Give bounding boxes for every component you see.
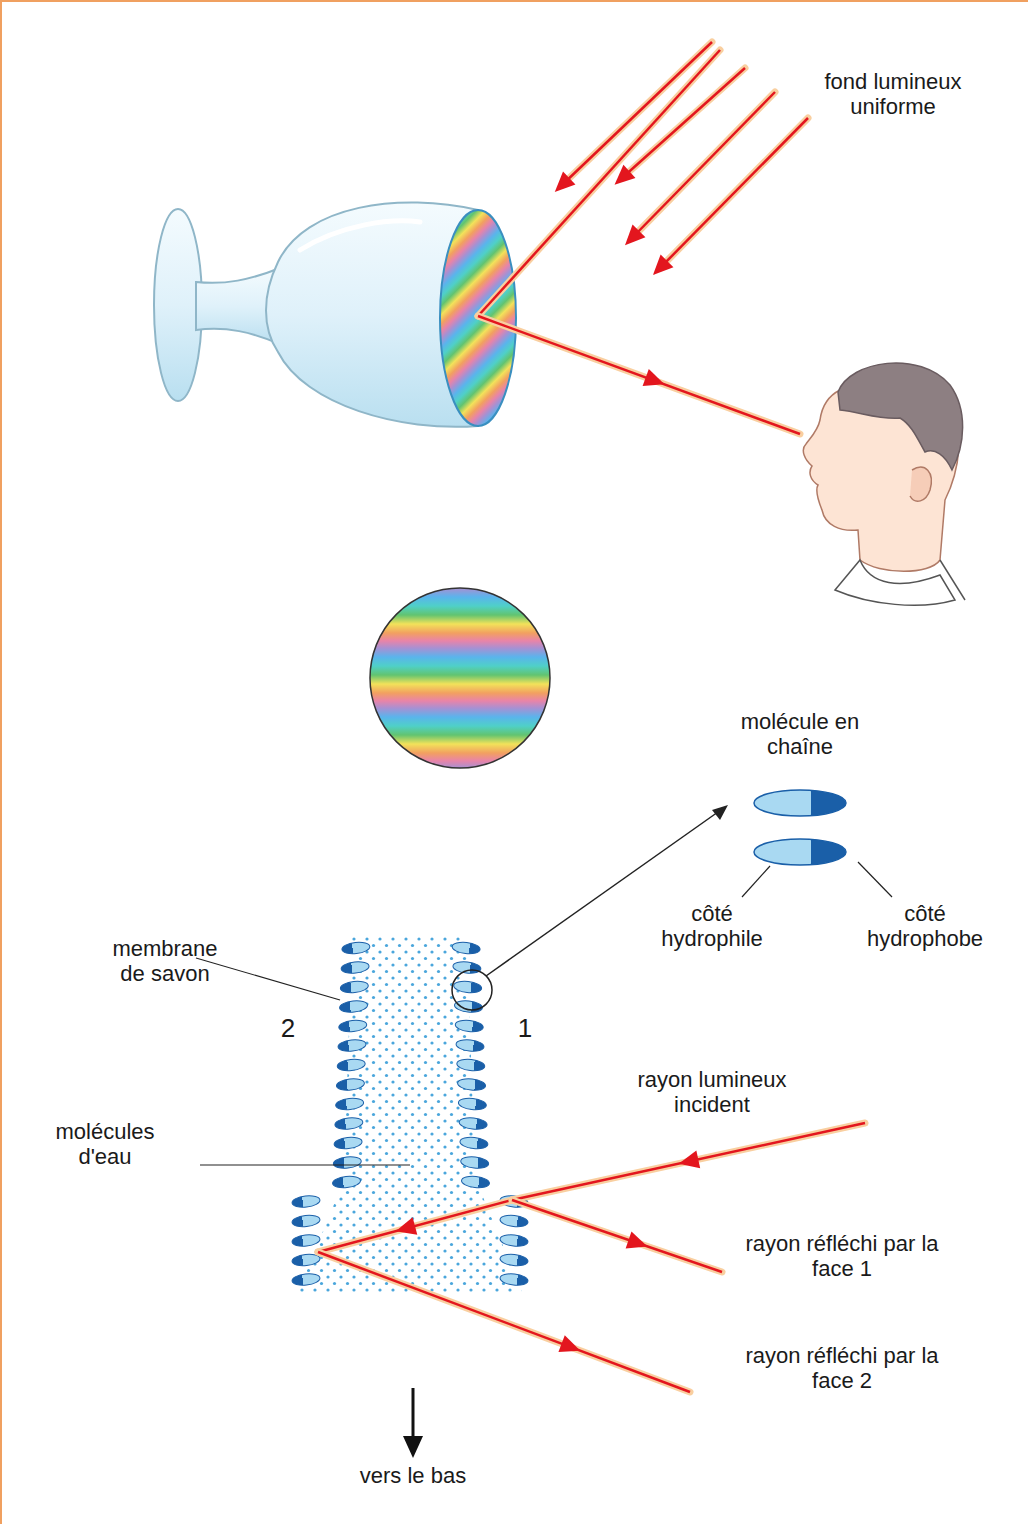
text-label: rayon lumineux incident — [622, 1068, 802, 1117]
soap-molecule — [341, 961, 370, 975]
soap-molecule — [335, 1097, 364, 1111]
text-label: 1 — [505, 1014, 545, 1043]
light-ray — [512, 1123, 865, 1200]
text-label: côté hydrophobe — [855, 902, 995, 951]
ray-glow — [478, 50, 720, 316]
ray-glow — [318, 1252, 690, 1392]
light-ray — [478, 316, 800, 434]
soap-molecule — [459, 1117, 488, 1131]
soap-molecule — [334, 1136, 363, 1150]
light-ray — [318, 1200, 512, 1252]
soap-molecule — [500, 1214, 529, 1228]
soap-molecule — [292, 1273, 321, 1287]
arrowhead — [647, 255, 674, 282]
soap-molecule — [337, 1058, 366, 1072]
soap-molecule — [460, 1156, 489, 1170]
soap-molecule — [292, 1234, 321, 1248]
soap-molecule — [336, 1078, 365, 1092]
soap-molecule — [333, 1156, 362, 1170]
down-arrow — [403, 1388, 423, 1458]
leader-line — [196, 958, 340, 1000]
ray-glow — [622, 68, 745, 178]
arrowhead — [558, 1335, 583, 1359]
soap-molecule — [292, 1195, 321, 1209]
light-rays — [318, 42, 865, 1392]
light-ray — [660, 118, 808, 268]
observer-head — [803, 363, 965, 605]
arrowhead — [549, 172, 576, 199]
soap-membrane — [292, 941, 529, 1286]
arrowhead — [626, 1231, 651, 1255]
soap-molecule — [452, 941, 481, 955]
soap-molecule — [455, 1019, 484, 1033]
text-label: vers le bas — [333, 1464, 493, 1489]
text-label: rayon réfléchi par la face 2 — [730, 1344, 955, 1393]
text-label: fond lumineux uniforme — [793, 70, 993, 119]
light-ray — [622, 68, 745, 178]
soap-molecule — [457, 1078, 486, 1092]
text-label: membrane de savon — [105, 937, 225, 986]
light-ray — [318, 1252, 690, 1392]
soap-molecule — [459, 1136, 488, 1150]
soap-molecule — [292, 1214, 321, 1228]
soap-molecule — [341, 941, 370, 955]
soap-molecule — [458, 1097, 487, 1111]
soap-molecule — [456, 1058, 485, 1072]
arrowhead — [643, 369, 668, 393]
soap-molecule — [452, 961, 481, 975]
ray-glow — [318, 1200, 512, 1252]
soap-molecule — [454, 1000, 483, 1014]
ray-glow — [512, 1123, 865, 1200]
text-label: molécule en chaîne — [740, 710, 860, 759]
molecule-detail — [452, 790, 892, 1010]
arrowhead — [619, 225, 646, 252]
light-ray — [478, 50, 720, 316]
arrowhead — [677, 1151, 700, 1173]
soap-molecule — [339, 1000, 368, 1014]
soap-molecule — [500, 1253, 529, 1267]
light-ray — [632, 92, 775, 238]
ray-glow — [478, 316, 800, 434]
soap-molecule — [461, 1175, 490, 1189]
text-label: molécules d'eau — [40, 1120, 170, 1169]
text-label: rayon réfléchi par la face 1 — [730, 1232, 955, 1281]
soap-molecule — [500, 1234, 529, 1248]
text-label: 2 — [268, 1014, 308, 1043]
light-ray — [512, 1200, 722, 1272]
arrowhead — [393, 1217, 417, 1240]
soap-molecule — [456, 1039, 485, 1053]
fringe-disc — [370, 588, 550, 768]
wine-glass — [154, 202, 516, 426]
soap-molecule — [334, 1117, 363, 1131]
ray-glow — [632, 92, 775, 238]
soap-molecule — [338, 1019, 367, 1033]
soap-molecule — [500, 1273, 529, 1287]
soap-molecule — [292, 1253, 321, 1267]
soap-molecule — [332, 1175, 361, 1189]
ray-glow — [512, 1200, 722, 1272]
soap-molecule — [453, 980, 482, 994]
soap-molecule — [340, 980, 369, 994]
soap-molecule — [337, 1039, 366, 1053]
leader-line — [200, 1164, 410, 1165]
ray-glow — [660, 118, 808, 268]
water-molecules — [298, 935, 522, 1292]
text-label: côté hydrophile — [652, 902, 772, 951]
